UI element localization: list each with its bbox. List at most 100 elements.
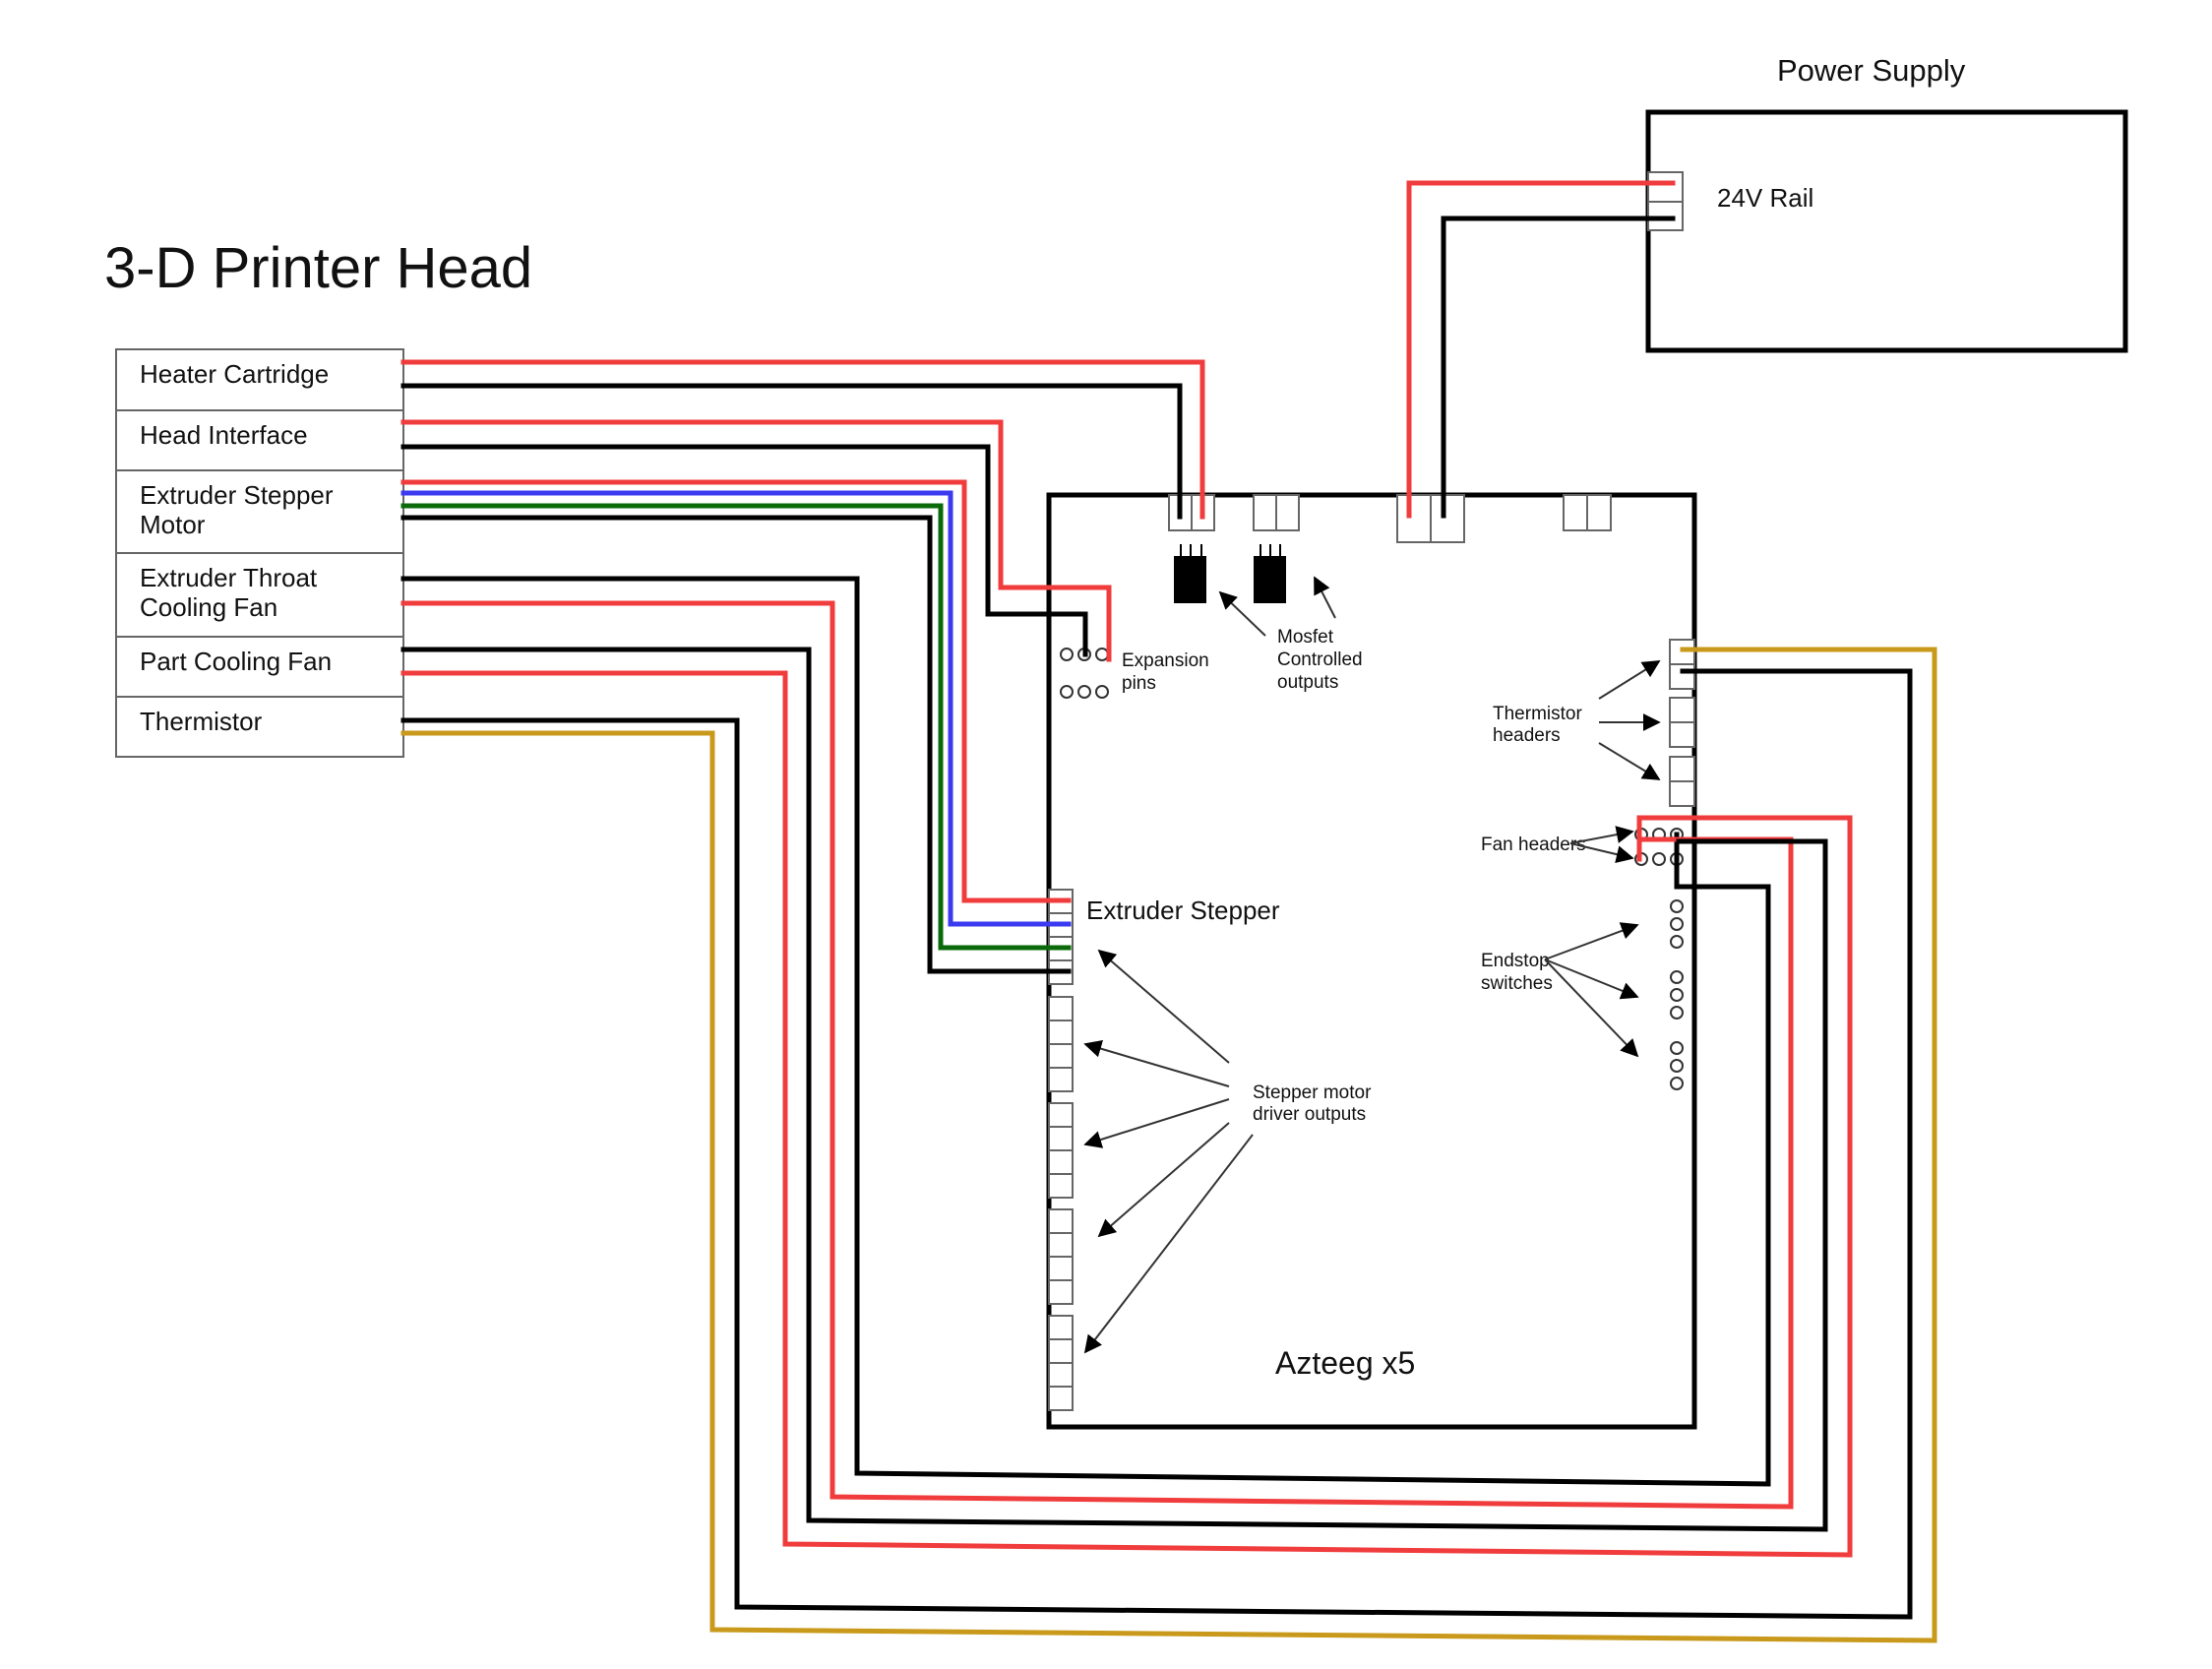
head-component-row xyxy=(115,696,404,758)
arrow-line xyxy=(1598,660,1661,700)
stepper-connector-pin xyxy=(1048,1149,1074,1175)
expansion-pins xyxy=(1060,648,1109,699)
endstop-switch-pins xyxy=(1670,899,1684,1090)
endstop-pin xyxy=(1670,1006,1684,1020)
wire-heater-red xyxy=(400,359,1205,520)
thermistor-header-pin xyxy=(1669,697,1695,723)
power-rail-connector xyxy=(1647,171,1684,203)
mosfet-chip xyxy=(1254,544,1286,603)
endstop-pin xyxy=(1670,1059,1684,1073)
wire-power-black xyxy=(1441,216,1676,519)
extruder-stepper-label: Extruder Stepper xyxy=(1086,896,1280,925)
power-input-connector xyxy=(1396,494,1465,543)
mosfet-output-connector xyxy=(1253,494,1300,531)
stepper-connector-pin xyxy=(1048,1043,1074,1069)
mosfet-chip xyxy=(1174,544,1206,603)
thermistor-header-pin xyxy=(1669,663,1695,690)
power-supply-title: Power Supply xyxy=(1777,53,1966,88)
stepper-connector-pin xyxy=(1048,1338,1074,1364)
stepper-connector-pin xyxy=(1048,1020,1074,1045)
arrow-line xyxy=(1218,590,1266,637)
annotation-arrows xyxy=(1083,576,1661,1354)
thermistor-header-pin xyxy=(1669,756,1695,782)
wire-thermistor-yellow xyxy=(400,647,1937,1643)
wire-stepper-blue xyxy=(400,490,1072,927)
endstop-switches-label: Endstop switches xyxy=(1481,951,1555,994)
stepper-connector-pin xyxy=(1048,1232,1074,1258)
arrow-line xyxy=(1097,1122,1230,1238)
head-component-label: Head Interface xyxy=(140,420,308,450)
head-component-label: Thermistor xyxy=(140,707,263,736)
endstop-pin xyxy=(1670,917,1684,931)
rail-label: 24V Rail xyxy=(1717,183,1813,213)
arrow-line xyxy=(1314,576,1336,619)
wire-power-red xyxy=(1406,180,1676,519)
expansion-pin xyxy=(1095,648,1109,661)
expansion-pin xyxy=(1077,685,1091,699)
arrow-line xyxy=(1083,1039,1230,1087)
endstop-pin xyxy=(1670,988,1684,1002)
endstop-pin xyxy=(1670,935,1684,949)
stepper-connector-pin xyxy=(1048,1315,1074,1340)
stepper-connector-pin xyxy=(1048,996,1074,1021)
expansion-pins-label: Expansion pins xyxy=(1122,650,1214,694)
stepper-connector-pin xyxy=(1048,1067,1074,1092)
arrow-line xyxy=(1083,1098,1230,1148)
thermistor-headers-label: Thermistor headers xyxy=(1493,704,1587,746)
arrow-line xyxy=(1569,842,1634,864)
wire-stepper-green xyxy=(400,503,1072,951)
thermistor-headers xyxy=(1669,639,1695,807)
arrow-line xyxy=(1544,958,1639,1000)
head-component-label: Heater Cartridge xyxy=(140,359,329,389)
board-name: Azteeg x5 xyxy=(1275,1345,1415,1381)
stepper-connector-pin xyxy=(1048,1279,1074,1305)
head-component-label: Part Cooling Fan xyxy=(140,647,332,676)
power-supply-box xyxy=(1645,109,2128,353)
stepper-connector-pin xyxy=(1048,1126,1074,1151)
wire-stepper-red xyxy=(400,479,1072,903)
wire-head-interface-black xyxy=(400,444,1088,657)
head-component-row xyxy=(115,469,404,554)
stepper-connector-pin xyxy=(1048,1256,1074,1281)
stepper-connector-pin xyxy=(1048,1386,1074,1411)
endstop-pin xyxy=(1670,1077,1684,1090)
wires xyxy=(400,180,1937,1643)
thermistor-header-pin xyxy=(1669,780,1695,807)
stepper-drivers-label: Stepper motor driver outputs xyxy=(1253,1082,1377,1125)
mosfet-output-connector xyxy=(1168,494,1215,531)
endstop-pin xyxy=(1670,970,1684,984)
arrow-line xyxy=(1569,826,1634,844)
head-component-row xyxy=(115,409,404,471)
stepper-driver-connectors xyxy=(1048,889,1074,1411)
mosfet-label: Mosfet Controlled outputs xyxy=(1277,627,1368,693)
wire-thermistor-black xyxy=(400,668,1913,1620)
diagram-title: 3-D Printer Head xyxy=(104,236,532,300)
stepper-connector-pin xyxy=(1048,1208,1074,1234)
arrow-line xyxy=(1598,742,1661,780)
endstop-pin xyxy=(1670,899,1684,913)
wire-throat-fan-black xyxy=(400,576,1771,1487)
stepper-connector-pin xyxy=(1048,1362,1074,1388)
arrow-line xyxy=(1544,958,1639,1058)
endstop-pin xyxy=(1670,1041,1684,1055)
wire-throat-fan-red xyxy=(400,600,1794,1510)
azteeg-board xyxy=(1046,492,1697,1430)
top-right-connector xyxy=(1563,494,1612,531)
stepper-connector-pin xyxy=(1048,1102,1074,1128)
thermistor-header-pin xyxy=(1669,721,1695,748)
head-component-row xyxy=(115,552,404,638)
wire-stepper-black xyxy=(400,515,1072,974)
expansion-pin xyxy=(1095,685,1109,699)
fan-pin xyxy=(1652,852,1666,866)
stepper-connector-pin xyxy=(1048,1173,1074,1199)
fan-headers-label: Fan headers xyxy=(1481,834,1586,855)
expansion-pin xyxy=(1060,648,1074,661)
expansion-pin xyxy=(1060,685,1074,699)
arrow-line xyxy=(1097,949,1230,1064)
arrow-line xyxy=(1544,922,1639,960)
wire-heater-black xyxy=(400,383,1183,520)
